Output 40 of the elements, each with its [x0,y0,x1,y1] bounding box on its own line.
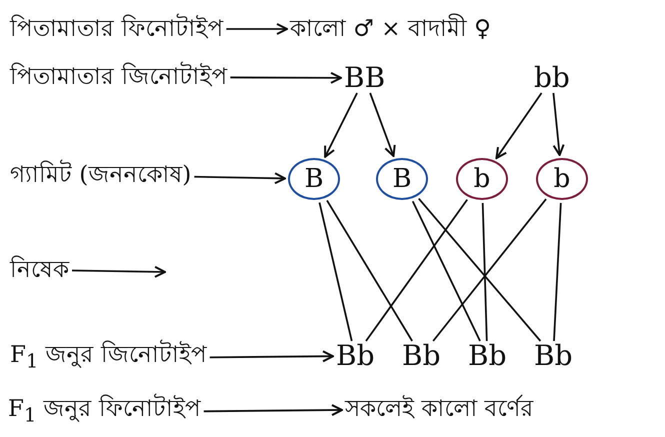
gamete-circle [536,158,588,200]
arrow [226,23,288,35]
connector-line [365,199,468,342]
connector-line [326,200,413,342]
stage-label: পিতামাতার ফিনোটাইপ [10,16,224,42]
stage-label: সকলেই কালো বর্ণের [345,396,534,422]
arrow [552,92,565,156]
arrow [495,92,542,160]
genotype-label: Bb [534,339,572,372]
connector-line [432,198,547,342]
genotype-label: bb [534,61,570,94]
stage-label: F$_{1}$ জনুর জিনোটাইপ [10,342,207,368]
arrow [210,350,334,362]
stage-label: কালো ♂ × বাদামী ♀ [290,16,491,42]
arrow [324,92,358,158]
allele-letter: B [304,164,324,194]
arrow [204,404,343,416]
gamete-circle [456,158,508,200]
arrow [230,72,342,84]
connector-line [412,200,481,342]
genotype-label: Bb [468,339,506,372]
stage-label: F$_{1}$ জনুর ফিনোটাইপ [8,396,201,422]
connector-line [482,202,488,342]
gamete-circle [288,158,340,200]
stage-label: পিতামাতার জিনোটাইপ [10,64,228,90]
arrow [72,266,166,278]
connector-line [553,202,562,342]
allele-letter: B [392,164,412,194]
connector-line [418,198,542,342]
arrow [369,92,396,158]
allele-letter: b [474,164,490,194]
genotype-label: Bb [336,339,374,372]
arrow [194,172,286,184]
allele-letter: b [554,164,570,194]
genotype-label: Bb [402,339,440,372]
genotype-label: BB [344,61,386,94]
connector-line [318,202,353,342]
stage-label: গ্যামিট (জননকোষ) [10,162,192,188]
stage-label: নিষেক [10,257,69,283]
gamete-circle [376,158,428,200]
